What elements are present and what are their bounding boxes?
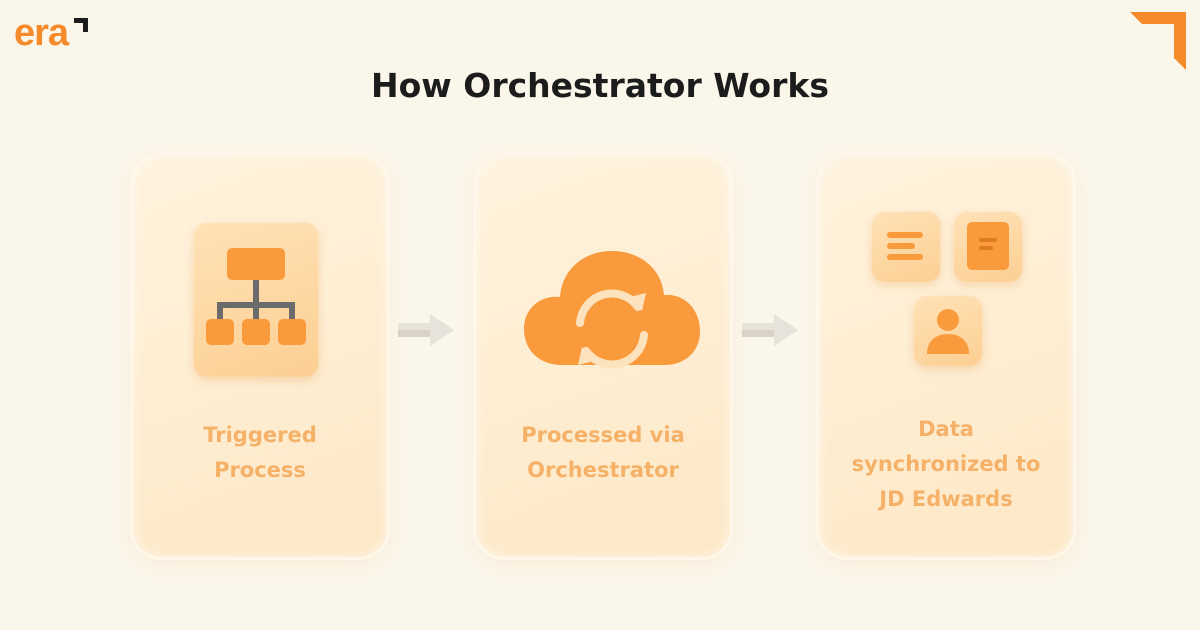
step-card-triggered-process: Triggered Process bbox=[133, 155, 387, 557]
corner-arrow-icon bbox=[1130, 12, 1186, 70]
brand-logo: era bbox=[14, 12, 69, 54]
cloud-sync-icon bbox=[524, 251, 700, 369]
arrow-right-icon bbox=[742, 314, 798, 346]
step-label: Processed via Orchestrator bbox=[521, 423, 685, 482]
document-icon bbox=[967, 222, 1009, 270]
step-card-data-synchronized: Data synchronized to JD Edwards bbox=[819, 155, 1073, 557]
user-icon bbox=[927, 309, 969, 354]
arrow-right-icon bbox=[398, 314, 454, 346]
logo-arrow-icon bbox=[74, 18, 88, 32]
step-card-processed-via-orchestrator: Processed via Orchestrator bbox=[476, 155, 730, 557]
hierarchy-icon-tile bbox=[193, 221, 319, 377]
document-icon-tile bbox=[953, 210, 1023, 282]
step-label: Triggered Process bbox=[203, 423, 317, 482]
page-title: How Orchestrator Works bbox=[371, 66, 829, 105]
list-icon bbox=[887, 232, 923, 260]
user-icon-tile bbox=[913, 294, 983, 366]
step-label: Data synchronized to JD Edwards bbox=[851, 417, 1041, 511]
hierarchy-icon bbox=[206, 248, 306, 345]
list-document-icon-tile bbox=[871, 210, 941, 282]
